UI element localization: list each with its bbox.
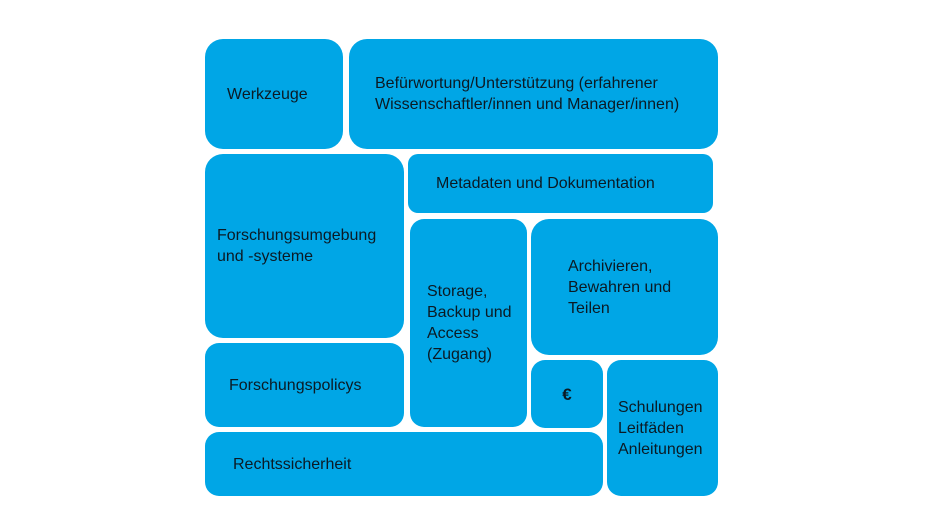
tile-befuerwortung: Befürwortung/Unterstützung (erfahrener W… (349, 39, 718, 149)
tile-storage: Storage, Backup und Access (Zugang) (410, 219, 527, 427)
tile-label-werkzeuge: Werkzeuge (227, 85, 308, 103)
tile-rechtssicherheit: Rechtssicherheit (205, 432, 603, 496)
tile-label-forschungsumgebung: Forschungsumgebung und -systeme (217, 227, 377, 265)
tile-label-metadaten: Metadaten und Dokumentation (436, 175, 655, 192)
tile-forschungsumgebung: Forschungsumgebung und -systeme (205, 154, 404, 338)
tile-label-rechtssicherheit: Rechtssicherheit (233, 455, 352, 473)
tile-forschungspolicys: Forschungspolicys (205, 343, 404, 427)
tile-archivieren: Archivieren, Bewahren und Teilen (531, 219, 718, 355)
tile-label-schulungen: Schulungen Leitfäden Anleitungen (618, 398, 703, 458)
tile-euro: € (531, 360, 603, 428)
tile-schulungen: Schulungen Leitfäden Anleitungen (607, 360, 718, 496)
euro-icon: € (562, 384, 572, 404)
tile-metadaten: Metadaten und Dokumentation (408, 154, 713, 213)
tile-label-befuerwortung: Befürwortung/Unterstützung (erfahrener W… (375, 75, 680, 113)
tile-label-forschungspolicys: Forschungspolicys (229, 376, 362, 394)
tile-label-storage: Storage, Backup und Access (Zugang) (427, 283, 512, 363)
tile-label-archivieren: Archivieren, Bewahren und Teilen (568, 257, 672, 317)
tile-werkzeuge: Werkzeuge (205, 39, 343, 149)
